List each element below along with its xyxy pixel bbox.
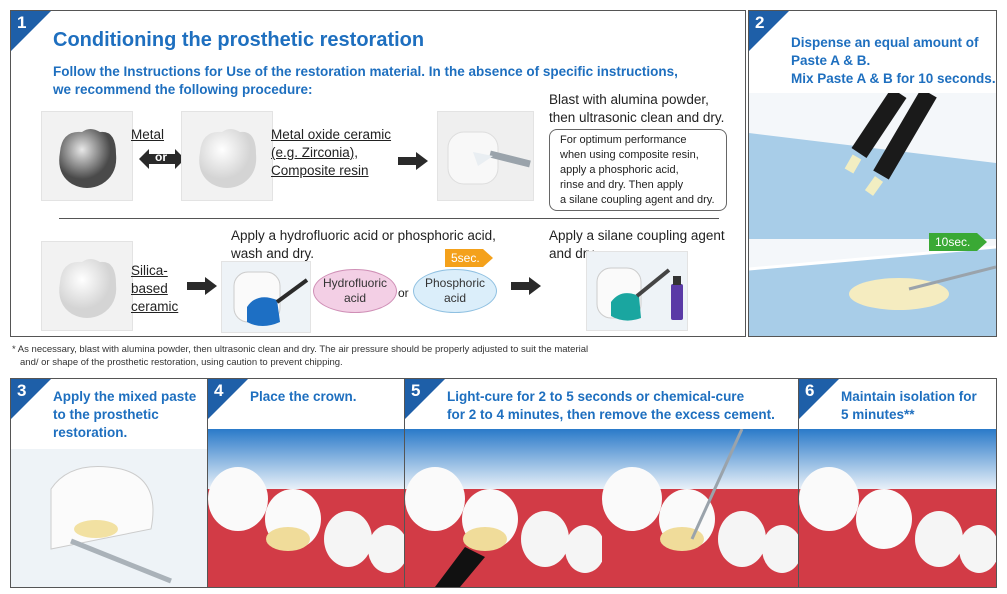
- step2-line1: Dispense an equal amount of: [791, 35, 979, 50]
- step2-panel: 2 Dispense an equal amount of Paste A & …: [748, 10, 997, 337]
- phosphoric-acid-oval: Phosphoric acid: [413, 269, 497, 313]
- step3-number-badge: 3: [11, 379, 51, 419]
- metal-oxide-line2: (e.g. Zirconia),: [271, 145, 359, 160]
- step2-line2: Paste A & B.: [791, 53, 871, 68]
- mixing-image: [749, 239, 996, 336]
- hydrofluoric-acid-oval: Hydrofluoric acid: [313, 269, 397, 313]
- step6-line1: Maintain isolation for: [841, 389, 977, 404]
- or-label: or: [155, 150, 167, 164]
- timer-5sec-label: 5sec.: [451, 251, 480, 265]
- timer-10sec-label: 10sec.: [935, 235, 971, 249]
- phos-oval-line1: Phosphoric: [424, 276, 486, 290]
- right-arrow-icon: [187, 277, 217, 295]
- step6-panel: 6 Maintain isolation for 5 minutes**: [798, 378, 997, 588]
- step6-number-badge: 6: [799, 379, 839, 419]
- silica-line3: ceramic: [131, 299, 179, 314]
- metal-label: Metal: [131, 127, 165, 142]
- silica-crown-image: [41, 241, 133, 331]
- phos-oval-line2: acid: [443, 291, 466, 305]
- isolation-image: [799, 429, 996, 587]
- step1-number-badge: 1: [11, 11, 51, 51]
- step1-divider: [59, 218, 719, 219]
- footnote-line1: * As necessary, blast with alumina powde…: [12, 344, 589, 355]
- apply-paste-image: [11, 449, 208, 587]
- or-small-label: or: [398, 286, 409, 300]
- silane-application-image: [586, 251, 688, 331]
- step6-number: 6: [805, 381, 815, 400]
- step2-number-badge: 2: [749, 11, 789, 51]
- silica-line2: based: [131, 281, 168, 296]
- step4-number: 4: [214, 381, 224, 400]
- silane-line2: and dry.: [549, 246, 597, 261]
- step3-line3: restoration.: [53, 425, 128, 440]
- optimum-line2: when using composite resin,: [560, 149, 699, 161]
- zirconia-crown-image: [181, 111, 273, 201]
- place-crown-image: [208, 429, 405, 587]
- step2-line3: Mix Paste A & B for 10 seconds.: [791, 71, 996, 86]
- step5-number-badge: 5: [405, 379, 445, 419]
- step5-panel: 5 Light-cure for 2 to 5 seconds or chemi…: [404, 378, 800, 588]
- hf-line2: wash and dry.: [231, 246, 315, 261]
- step3-panel: 3 Apply the mixed paste to the prostheti…: [10, 378, 209, 588]
- right-arrow-icon: [398, 152, 428, 170]
- step4-line1: Place the crown.: [250, 389, 357, 404]
- metal-crown-image: [41, 111, 133, 201]
- step6-line2: 5 minutes**: [841, 407, 915, 422]
- optimum-line4: rinse and dry. Then apply: [560, 179, 684, 191]
- optimum-line5: a silane coupling agent and dry.: [560, 194, 715, 206]
- metal-oxide-line3: Composite resin: [271, 163, 369, 178]
- silane-line1: Apply a silane coupling agent: [549, 228, 725, 243]
- blast-line2: then ultrasonic clean and dry.: [549, 110, 725, 125]
- timer-10sec-badge: 10sec.: [929, 233, 987, 251]
- step1-intro-line1: Follow the Instructions for Use of the r…: [53, 64, 678, 79]
- step3-line1: Apply the mixed paste: [53, 389, 197, 404]
- hf-oval-line1: Hydrofluoric: [322, 276, 388, 290]
- step2-number: 2: [755, 13, 765, 32]
- or-double-arrow-icon: [139, 149, 185, 169]
- step1-panel: 1 Conditioning the prosthetic restoratio…: [10, 10, 746, 337]
- hf-line1: Apply a hydrofluoric acid or phosphoric …: [231, 228, 496, 243]
- right-arrow-icon: [511, 277, 541, 295]
- footnote-line2: and/ or shape of the prosthetic restorat…: [20, 357, 343, 368]
- step4-number-badge: 4: [208, 379, 248, 419]
- step3-number: 3: [17, 381, 27, 400]
- step5-number: 5: [411, 381, 421, 400]
- step3-line2: to the prosthetic: [53, 407, 159, 422]
- step5-line1: Light-cure for 2 to 5 seconds or chemica…: [447, 389, 745, 404]
- optimum-box: For optimum performance when using compo…: [549, 129, 727, 211]
- acid-application-image: [221, 261, 311, 333]
- timer-5sec-badge: 5sec.: [445, 249, 493, 267]
- blast-line1: Blast with alumina powder,: [549, 92, 709, 107]
- light-cure-image: [405, 429, 605, 587]
- metal-oxide-line1: Metal oxide ceramic: [271, 127, 392, 142]
- step1-number: 1: [17, 13, 27, 32]
- optimum-line3: apply a phosphoric acid,: [560, 164, 679, 176]
- blasting-image: [437, 111, 534, 201]
- step5-line2: for 2 to 4 minutes, then remove the exce…: [447, 407, 775, 422]
- hf-oval-line2: acid: [343, 291, 366, 305]
- remove-excess-image: [602, 428, 799, 587]
- step4-panel: 4 Place the crown.: [207, 378, 406, 588]
- step1-title: Conditioning the prosthetic restoration: [53, 29, 425, 51]
- optimum-line1: For optimum performance: [560, 134, 687, 146]
- silica-line1: Silica-: [131, 263, 168, 278]
- step1-intro-line2: we recommend the following procedure:: [53, 82, 313, 97]
